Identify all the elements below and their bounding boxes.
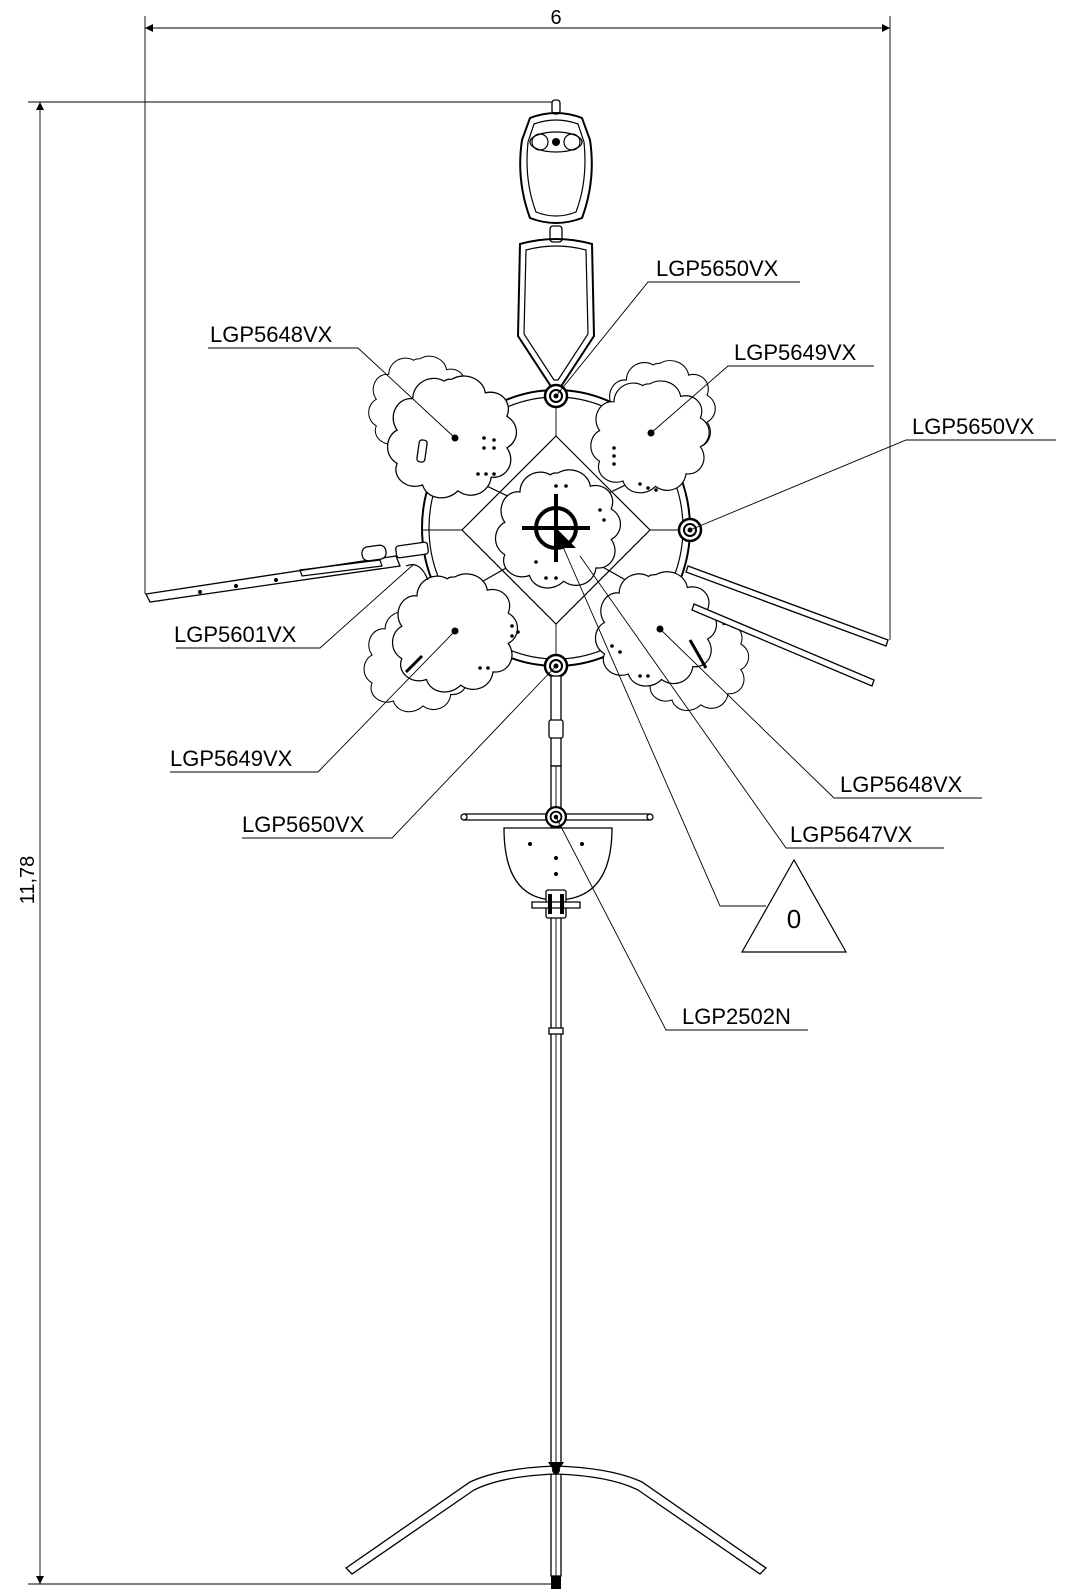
label-lower-left-leaf: LGP5649VX: [170, 746, 293, 771]
center-crosshair-icon: [522, 494, 590, 562]
label-stand-connector: LGP2502N: [682, 1004, 791, 1029]
label-right-connector: LGP5650VX: [912, 414, 1035, 439]
height-dimension: 11,78: [17, 101, 556, 1585]
label-lower-right-leaf: LGP5648VX: [840, 772, 963, 797]
width-dimension: 6: [144, 7, 891, 640]
tripod-base: [344, 1462, 768, 1575]
reference-value: 0: [787, 904, 801, 934]
clamp: [531, 889, 581, 919]
label-center-leaf: LGP5647VX: [790, 822, 913, 847]
leaf-center: [494, 469, 622, 589]
top-head-assembly: [516, 99, 596, 389]
label-bottom-connector: LGP5650VX: [242, 812, 365, 837]
reference-triangle-icon: 0: [740, 858, 848, 953]
label-top-connector: LGP5650VX: [656, 256, 779, 281]
leaf-lower-left: [363, 573, 520, 713]
leaf-upper-right: [590, 360, 716, 494]
right-tubes: [685, 565, 889, 687]
leaders: [170, 281, 1056, 1031]
left-tube: [145, 439, 429, 603]
height-dimension-label: 11,78: [17, 856, 39, 905]
label-left-tube: LGP5601VX: [174, 622, 297, 647]
labels: LGP5650VX LGP5648VX LGP5649VX LGP5650VX …: [170, 256, 1035, 1029]
crossbar: [460, 805, 654, 901]
width-dimension-label: 6: [550, 7, 561, 29]
label-upper-left-leaf: LGP5648VX: [210, 322, 333, 347]
label-upper-right-leaf: LGP5649VX: [734, 340, 857, 365]
leaf-upper-left: [368, 355, 518, 499]
